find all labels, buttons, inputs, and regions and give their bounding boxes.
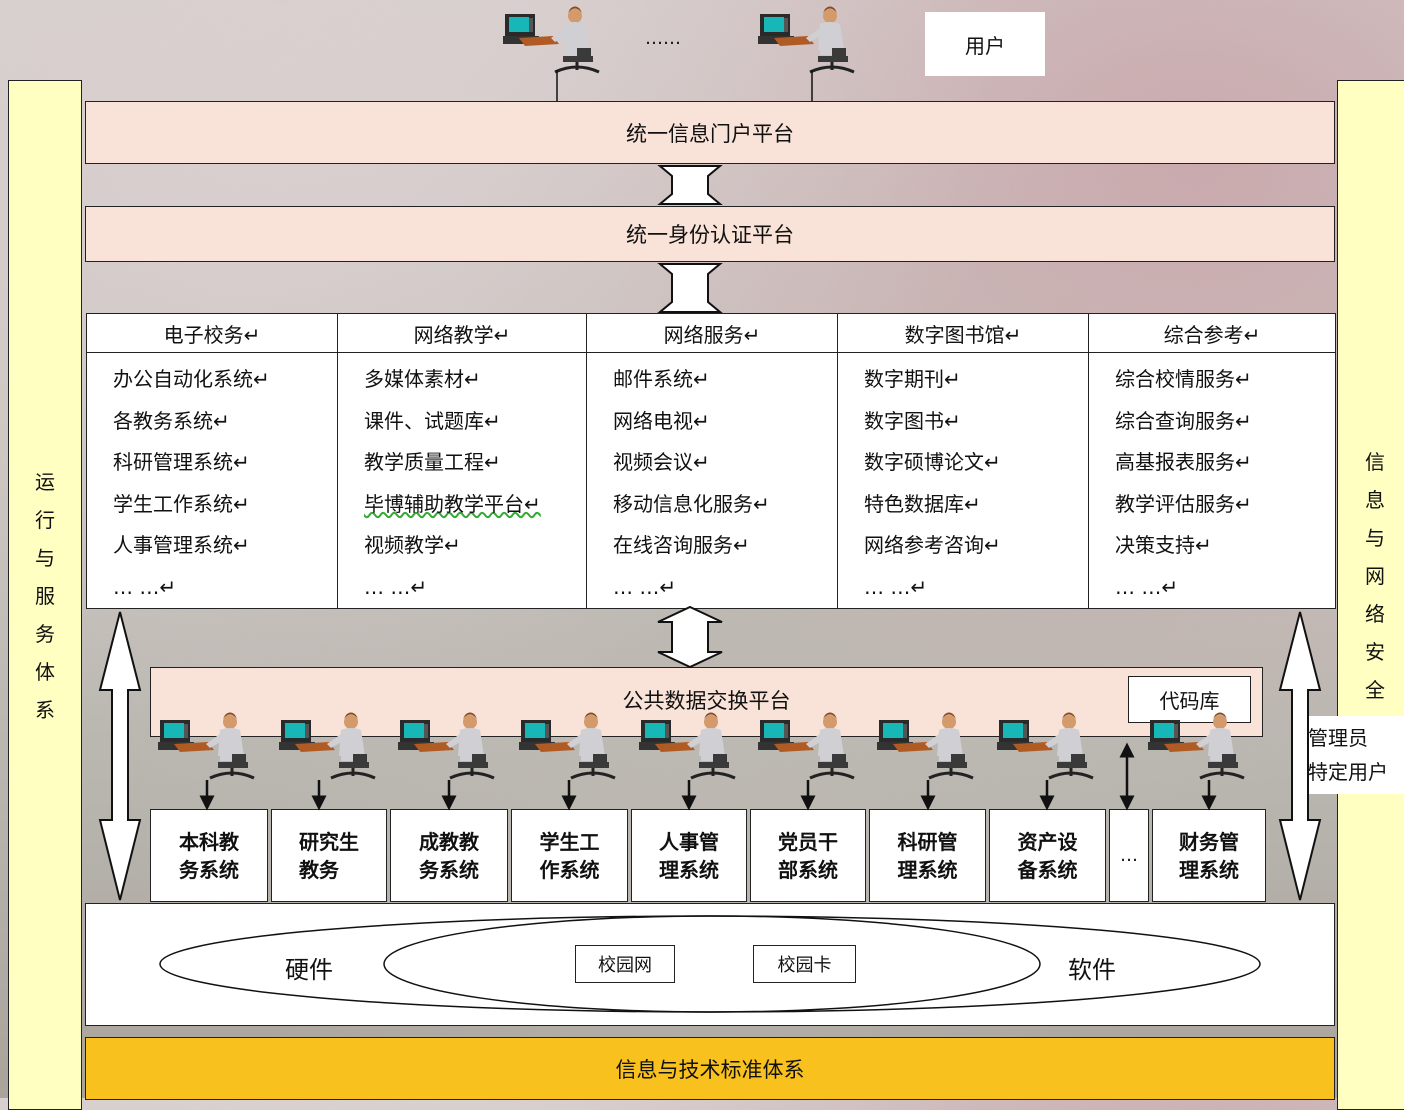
campus-inner-ellipse [383,915,1041,1013]
list-item: … …↵ [1115,574,1179,599]
computer-user-icon [756,5,856,74]
code-library-box: 代码库 [1128,676,1251,723]
services-items-row: 办公自动化系统↵ 各教务系统↵ 科研管理系统↵ 学生工作系统↵ 人事管理系统↵ … [86,352,1336,609]
list-item: 决策支持↵ [1115,533,1212,557]
list-item: 各教务系统↵ [113,408,230,433]
col-header-comprehensive-reference: 综合参考↵ [1088,313,1336,353]
double-arrow-icon [657,263,723,313]
list-item: 邮件系统↵ [613,367,710,391]
list-item: 在线咨询服务↵ [613,533,750,557]
col-header-online-teaching: 网络教学↵ [337,313,587,353]
infrastructure-box [85,903,1335,1026]
computer-user-icon [277,711,377,780]
ops-service-system-label: 运行与服务体系 [35,470,55,722]
computer-user-icon [756,711,856,780]
users-ellipsis: …… [645,28,681,49]
col-items-e-affairs: 办公自动化系统↵ 各教务系统↵ 科研管理系统↵ 学生工作系统↵ 人事管理系统↵ … [86,352,338,609]
computer-user-icon [995,711,1095,780]
computer-user-icon [396,711,496,780]
system-box-research: 科研管理系统 [869,809,986,902]
list-item: 综合校情服务↵ [1115,367,1252,391]
ops-service-system-bar: 运行与服务体系 [8,80,82,1110]
list-item: 高基报表服务↵ [1115,450,1252,474]
list-item: 视频会议↵ [613,450,710,474]
computer-user-icon [637,711,737,780]
list-item: 数字硕博论文↵ [864,450,1001,474]
list-item: 移动信息化服务↵ [613,491,770,516]
computer-user-icon [875,711,975,780]
list-item: 网络参考咨询↵ [864,533,1001,557]
hardware-label: 硬件 [285,956,333,984]
special-user-label: 特定用户 [1308,760,1388,784]
list-item: 学生工作系统↵ [113,491,250,516]
network-security-system-bar: 信息与网络安全体系 [1337,80,1404,1110]
list-item: 网络电视↵ [613,408,710,433]
col-items-network-services: 邮件系统↵ 网络电视↵ 视频会议↵ 移动信息化服务↵ 在线咨询服务↵ … …↵ [586,352,838,609]
list-item: 数字图书↵ [864,408,961,433]
col-header-digital-library: 数字图书馆↵ [837,313,1089,353]
list-item: 课件、试题库↵ [364,408,501,433]
admin-label-box: 管理员 特定用户 [1296,716,1404,794]
list-item: 多媒体素材↵ [364,367,481,391]
list-item: … …↵ [613,574,677,599]
list-item: … …↵ [864,574,928,599]
left-long-double-arrow-icon [98,611,142,901]
down-arrows [199,742,1217,811]
data-exchange-platform-label: 公共数据交换平台 [622,689,791,713]
system-box-student-affairs: 学生工作系统 [511,809,628,902]
services-table: 电子校务↵ 网络教学↵ 网络服务↵ 数字图书馆↵ 综合参考↵ 办公自动化系统↵ … [86,313,1336,609]
computer-user-icon [501,5,601,74]
double-arrow-icon [657,165,723,205]
auth-platform: 统一身份认证平台 [85,206,1335,262]
col-items-comprehensive-reference: 综合校情服务↵ 综合查询服务↵ 高基报表服务↵ 教学评估服务↵ 决策支持↵ … … [1088,352,1336,609]
double-arrow-icon [657,605,723,669]
list-item: 人事管理系统↵ [113,533,250,557]
col-items-digital-library: 数字期刊↵ 数字图书↵ 数字硕博论文↵ 特色数据库↵ 网络参考咨询↵ … …↵ [837,352,1089,609]
list-item: 科研管理系统↵ [113,450,250,474]
standards-system-bar: 信息与技术标准体系 [85,1037,1335,1100]
software-label: 软件 [1068,956,1116,984]
system-box-graduate: 研究生教务 [271,809,387,902]
computer-user-icon [1146,711,1246,780]
services-header-row: 电子校务↵ 网络教学↵ 网络服务↵ 数字图书馆↵ 综合参考↵ [86,313,1336,353]
col-items-online-teaching: 多媒体素材↵ 课件、试题库↵ 教学质量工程↵ 毕博辅助教学平台↵ 视频教学↵ …… [337,352,587,609]
portal-platform: 统一信息门户平台 [85,101,1335,164]
admin-label: 管理员 [1308,726,1368,750]
list-item: 教学质量工程↵ [364,450,501,474]
system-box-party-cadre: 党员干部系统 [750,809,866,902]
system-box-hr: 人事管理系统 [631,809,747,902]
list-item: … …↵ [364,574,428,599]
col-header-network-services: 网络服务↵ [586,313,838,353]
users-label: 用户 [925,12,1045,76]
list-item: 综合查询服务↵ [1115,408,1252,433]
system-box-finance: 财务管理系统 [1152,809,1266,902]
list-item: 办公自动化系统↵ [113,367,270,391]
computer-user-icon [517,711,617,780]
computer-user-icon [156,711,256,780]
list-item: 特色数据库↵ [864,491,981,516]
list-item: … …↵ [113,574,177,599]
right-long-double-arrow-icon [1278,611,1322,901]
campus-network-box: 校园网 [575,945,675,983]
list-item: 毕博辅助教学平台↵ [364,491,541,516]
system-box-undergrad: 本科教务系统 [150,809,268,902]
campus-card-box: 校园卡 [753,945,856,983]
list-item: 教学评估服务↵ [1115,491,1252,516]
system-box-assets: 资产设备系统 [989,809,1106,902]
data-exchange-platform: 公共数据交换平台 [150,667,1263,737]
list-item: 视频教学↵ [364,533,461,557]
list-item: 数字期刊↵ [864,367,961,391]
